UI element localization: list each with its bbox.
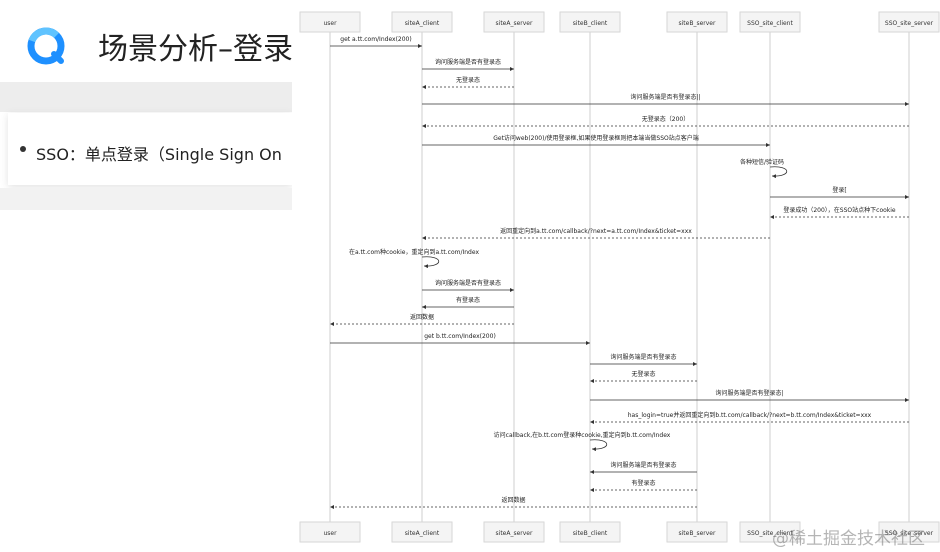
message-label: 有登录态 (631, 479, 655, 487)
actor-label: siteA_server (496, 530, 533, 537)
message-21: 询问服务端是否有登录态 (590, 461, 697, 474)
bullet-dot-icon (20, 146, 26, 152)
actor-label: siteA_client (405, 530, 440, 537)
message-label: 无登录态 (456, 76, 480, 84)
message-23: 返回数据 (330, 496, 697, 509)
actor-label: siteA_client (405, 20, 440, 27)
message-20: 访问callback,在b.tt.com登录种cookie,重定向到b.tt.c… (494, 431, 671, 452)
message-label: 无登录态 (631, 370, 655, 378)
message-label: 访问callback,在b.tt.com登录种cookie,重定向到b.tt.c… (494, 431, 671, 439)
message-6: Get访问web(200)/使用登录框,如果使用登录框则把本端当做SSO站点客户… (422, 134, 770, 147)
bullet-text: SSO：单点登录（Single Sign On (36, 145, 282, 164)
message-14: 返回数据 (330, 313, 514, 326)
divider-band (0, 82, 292, 112)
message-label: 返回数据 (501, 496, 525, 504)
message-label: 各种短信/验证码 (740, 158, 784, 166)
actor-label: siteB_server (679, 20, 716, 27)
message-12: 询问服务端是否有登录态 (422, 279, 514, 292)
message-label: 在a.tt.com种cookie，重定向到a.tt.com/Index (349, 248, 479, 256)
actor-label: SSO_site_server (885, 530, 934, 537)
message-17: 无登录态 (590, 370, 697, 383)
message-1: get a.tt.com/Index(200) (330, 36, 422, 48)
actor-label: siteB_client (573, 530, 608, 537)
message-5: 无登录态（200） (422, 115, 909, 128)
actor-label: SSO_site_server (885, 20, 934, 27)
message-label: 无登录态（200） (642, 115, 689, 123)
message-label: get b.tt.com/Index(200) (424, 333, 496, 340)
actor-bottom-sitea-client: siteA_client (391, 521, 453, 543)
message-label: Get访问web(200)/使用登录框,如果使用登录框则把本端当做SSO站点客户… (493, 134, 699, 142)
actor-label: user (323, 530, 337, 537)
message-label: 有登录态 (456, 296, 480, 304)
message-label: 返回数据 (410, 313, 434, 321)
message-label: has_login=true并返回重定向到b.tt.com/callback/?… (628, 411, 872, 419)
message-8: 登录[ (770, 186, 909, 199)
actor-label: siteB_server (679, 530, 716, 537)
divider-band-lower (0, 188, 292, 210)
actor-top-user: user (299, 11, 361, 33)
message-7: 各种短信/验证码 (740, 158, 788, 179)
message-label: get a.tt.com/Index(200) (340, 36, 411, 43)
message-10: 返回重定向到a.tt.com/callback/?next=a.tt.com/I… (422, 227, 770, 240)
message-2: 询问服务端是否有登录态 (422, 58, 514, 71)
message-label: 询问服务端是否有登录态 (610, 461, 676, 469)
actor-top-sitea-server: siteA_server (483, 11, 545, 33)
message-15: get b.tt.com/Index(200) (330, 333, 590, 345)
message-19: has_login=true并返回重定向到b.tt.com/callback/?… (590, 411, 909, 424)
actor-bottom-sitea-server: siteA_server (483, 521, 545, 543)
actor-top-sitea-client: siteA_client (391, 11, 453, 33)
message-9: 登录成功（200），在SSO站点种下cookie (770, 206, 909, 219)
actor-bottom-siteb-client: siteB_client (559, 521, 621, 543)
actor-bottom-siteb-server: siteB_server (666, 521, 728, 543)
self-arrow (589, 439, 608, 452)
sequence-diagram: user siteA_client siteA_server siteB_client… (292, 0, 940, 552)
message-label: 询问服务端是否有登录态 (610, 353, 676, 361)
message-13: 有登录态 (422, 296, 514, 309)
actor-label: user (323, 20, 337, 27)
actor-top-sso-site-server: SSO_site_server (878, 11, 940, 33)
actor-top-siteb-server: siteB_server (666, 11, 728, 33)
message-3: 无登录态 (422, 76, 514, 89)
message-label: 询问服务端是否有登录态 (435, 58, 501, 66)
bullet-card: SSO：单点登录（Single Sign On (8, 113, 292, 185)
message-22: 有登录态 (590, 479, 697, 492)
message-label: 询问服务端是否有登录态| (715, 389, 783, 397)
app-logo-icon (27, 27, 65, 65)
message-label: 登录[ (832, 186, 846, 194)
actor-label: siteB_client (573, 20, 608, 27)
self-arrow (769, 166, 788, 179)
message-11: 在a.tt.com种cookie，重定向到a.tt.com/Index (349, 248, 479, 269)
watermark: @稀土掘金技术社区 (772, 529, 925, 549)
actor-bottom-sso-site-client: SSO_site_client (739, 521, 801, 543)
self-arrow (421, 256, 440, 269)
actor-top-siteb-client: siteB_client (559, 11, 621, 33)
actor-label: SSO_site_client (747, 20, 793, 27)
actor-top-sso-site-client: SSO_site_client (739, 11, 801, 33)
message-16: 询问服务端是否有登录态 (590, 353, 697, 366)
message-label: 登录成功（200），在SSO站点种下cookie (783, 206, 896, 214)
slide-title: 场景分析–登录 (98, 32, 293, 67)
message-label: 询问服务端是否有登录态 (435, 279, 501, 287)
actor-bottom-user: user (299, 521, 361, 543)
sequence-diagram-canvas: user siteA_client siteA_server siteB_client… (299, 11, 940, 543)
actor-label: SSO_site_client (747, 530, 793, 537)
slide-panel: 场景分析–登录 SSO：单点登录（Single Sign On (0, 0, 300, 552)
message-label: 询问服务端是否有登录态|| (630, 93, 700, 101)
actor-label: siteA_server (496, 20, 533, 27)
message-4: 询问服务端是否有登录态|| (422, 93, 909, 106)
message-label: 返回重定向到a.tt.com/callback/?next=a.tt.com/I… (500, 227, 692, 235)
message-18: 询问服务端是否有登录态| (590, 389, 909, 402)
actor-bottom-sso-site-server: SSO_site_server (878, 521, 940, 543)
